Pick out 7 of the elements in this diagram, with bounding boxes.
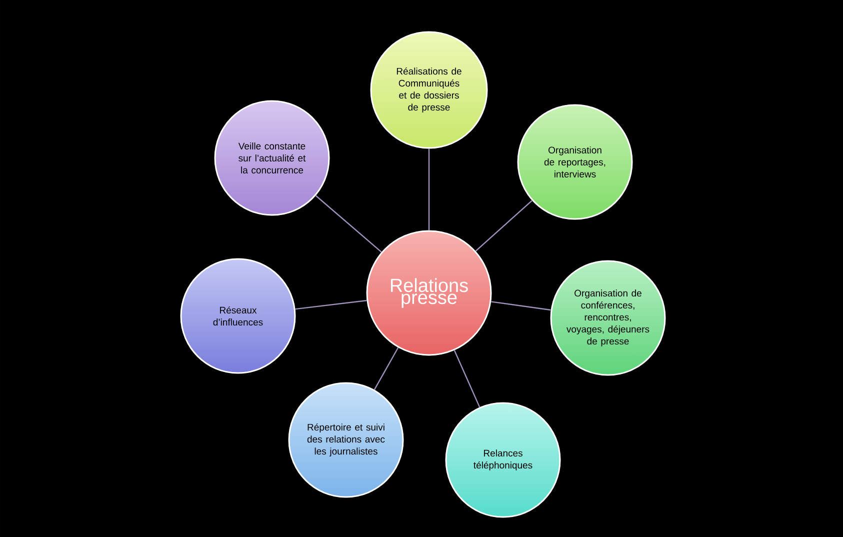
connector-line <box>374 347 399 390</box>
connector-line <box>475 200 532 252</box>
connector-line <box>315 195 382 253</box>
connector-line <box>295 300 367 310</box>
connector-line <box>491 301 551 311</box>
connector-line <box>428 148 430 230</box>
connector-line <box>454 350 480 408</box>
